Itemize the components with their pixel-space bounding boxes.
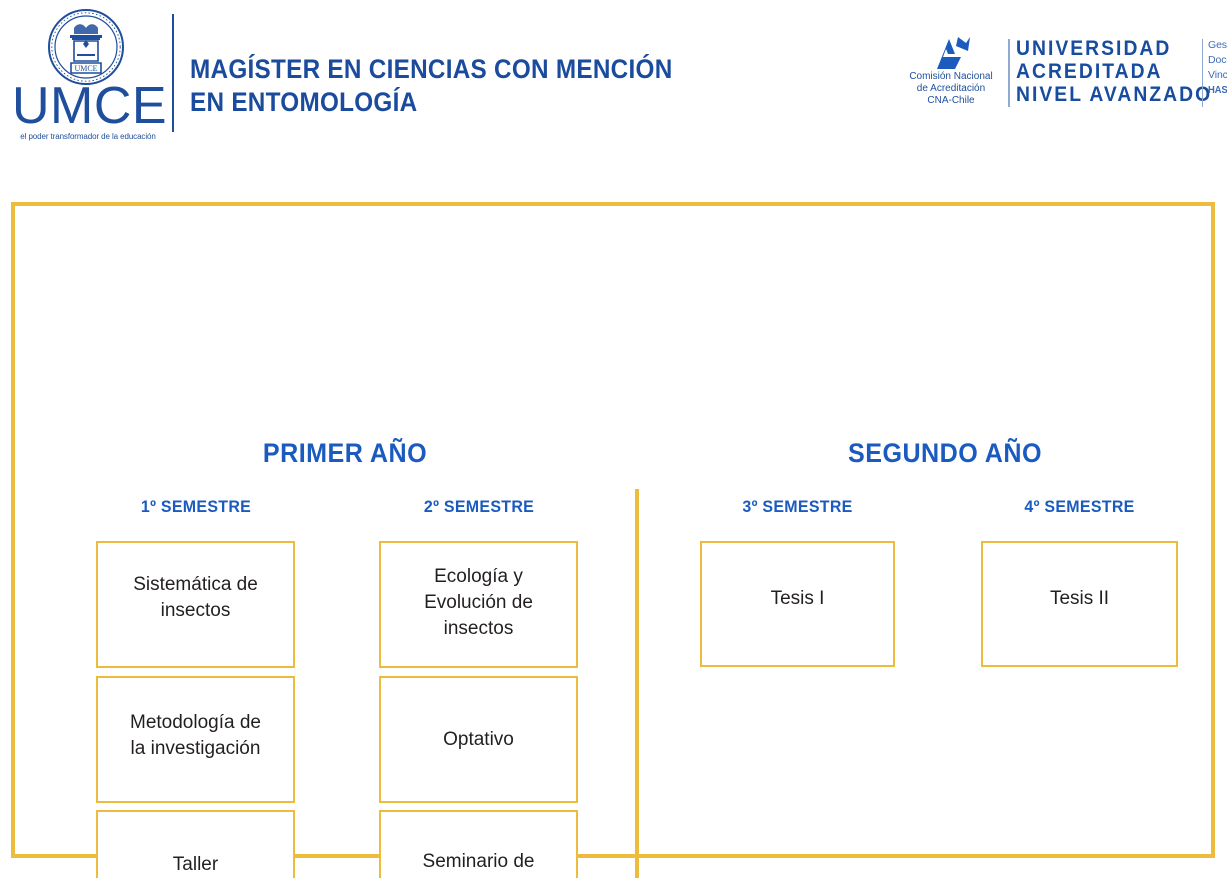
course-box[interactable]: Metodología de la investigación [96, 676, 295, 803]
course-box[interactable]: Sistemática de insectos [96, 541, 295, 668]
page-title-line-2: EN ENTOMOLOGÍA [190, 87, 418, 117]
course-box[interactable]: Ecología y Evolución de insectos [379, 541, 578, 668]
semester-title-1: 1º SEMESTRE [140, 497, 252, 516]
cna-agency-line-3: CNA-Chile [927, 95, 975, 106]
course-label: Optativo [443, 728, 514, 750]
semester-title-2: 2º SEMESTRE [423, 497, 535, 516]
cna-logo: Comisión Nacional de Acreditación CNA-Ch… [897, 37, 1005, 109]
page-header: UMCE UMCE el poder transformador de la e… [0, 0, 1227, 170]
umce-wordmark: UMCE [12, 77, 168, 135]
page-title-line-1: MAGÍSTER EN CIENCIAS CON MENCIÓN [190, 54, 673, 84]
course-box[interactable]: Tesis I [700, 541, 895, 667]
course-label: Metodología de la investigación [130, 711, 261, 759]
accreditation-scope-item: Gestión institucional [1208, 39, 1227, 51]
accreditation-status: UNIVERSIDAD ACREDITADA NIVEL AVANZADO [1016, 37, 1213, 106]
cna-agency-name: Comisión Nacional de Acreditación CNA-Ch… [897, 71, 1005, 107]
cna-agency-line-1: Comisión Nacional [909, 71, 993, 82]
accreditation-status-line-3: NIVEL AVANZADO [1016, 83, 1213, 106]
course-box[interactable]: Taller Entomológico [96, 810, 295, 878]
svg-text:UMCE: UMCE [74, 64, 97, 73]
course-box[interactable]: Tesis II [981, 541, 1178, 667]
accreditation-valid-until: HASTA SEPTIEMBRE 2027 [1208, 85, 1227, 96]
accreditation-scope-item: Vinculación con el medio [1208, 69, 1227, 81]
cna-divider-left [1008, 39, 1010, 107]
course-box[interactable]: Optativo [379, 676, 578, 803]
umce-logo: UMCE UMCE el poder transformador de la e… [12, 8, 168, 141]
course-label: Sistemática de insectos [133, 573, 258, 621]
cna-agency-line-2: de Acreditación [916, 83, 986, 94]
header-divider [172, 14, 174, 132]
page-title: MAGÍSTER EN CIENCIAS CON MENCIÓN EN ENTO… [190, 53, 694, 119]
year-title-segundo-ano: SEGUNDO AÑO [848, 438, 1042, 468]
umce-tagline: el poder transformador de la educación [20, 132, 156, 141]
course-label: Seminario de Tesis [422, 850, 535, 878]
course-label: Tesis II [1049, 588, 1110, 609]
year-divider [635, 489, 639, 878]
cna-divider-right [1202, 39, 1203, 107]
accreditation-status-line-1: UNIVERSIDAD [1016, 37, 1172, 60]
accreditation-scope-list: Gestión institucional Docencia de pregra… [1208, 38, 1227, 98]
accreditation-status-line-2: ACREDITADA [1016, 60, 1163, 83]
accreditation-scope-item: Docencia de pregrado [1208, 54, 1227, 66]
cna-arrow-mark-icon [924, 37, 978, 69]
semester-title-4: 4º SEMESTRE [1024, 497, 1135, 516]
course-label: Tesis I [770, 588, 825, 609]
semester-title-3: 3º SEMESTRE [742, 497, 853, 516]
course-label: Taller Entomológico [172, 853, 219, 875]
course-box[interactable]: Seminario de Tesis [379, 810, 578, 878]
year-title-primer-ano: PRIMER AÑO [262, 438, 428, 468]
umce-seal-icon: UMCE [47, 8, 125, 86]
accreditation-badge: Comisión Nacional de Acreditación CNA-Ch… [897, 37, 1227, 109]
curriculum-panel: PRIMER AÑO SEGUNDO AÑO 1º SEMESTRE 2º SE… [11, 202, 1215, 878]
course-label: Ecología y Evolución de insectos [424, 565, 533, 639]
